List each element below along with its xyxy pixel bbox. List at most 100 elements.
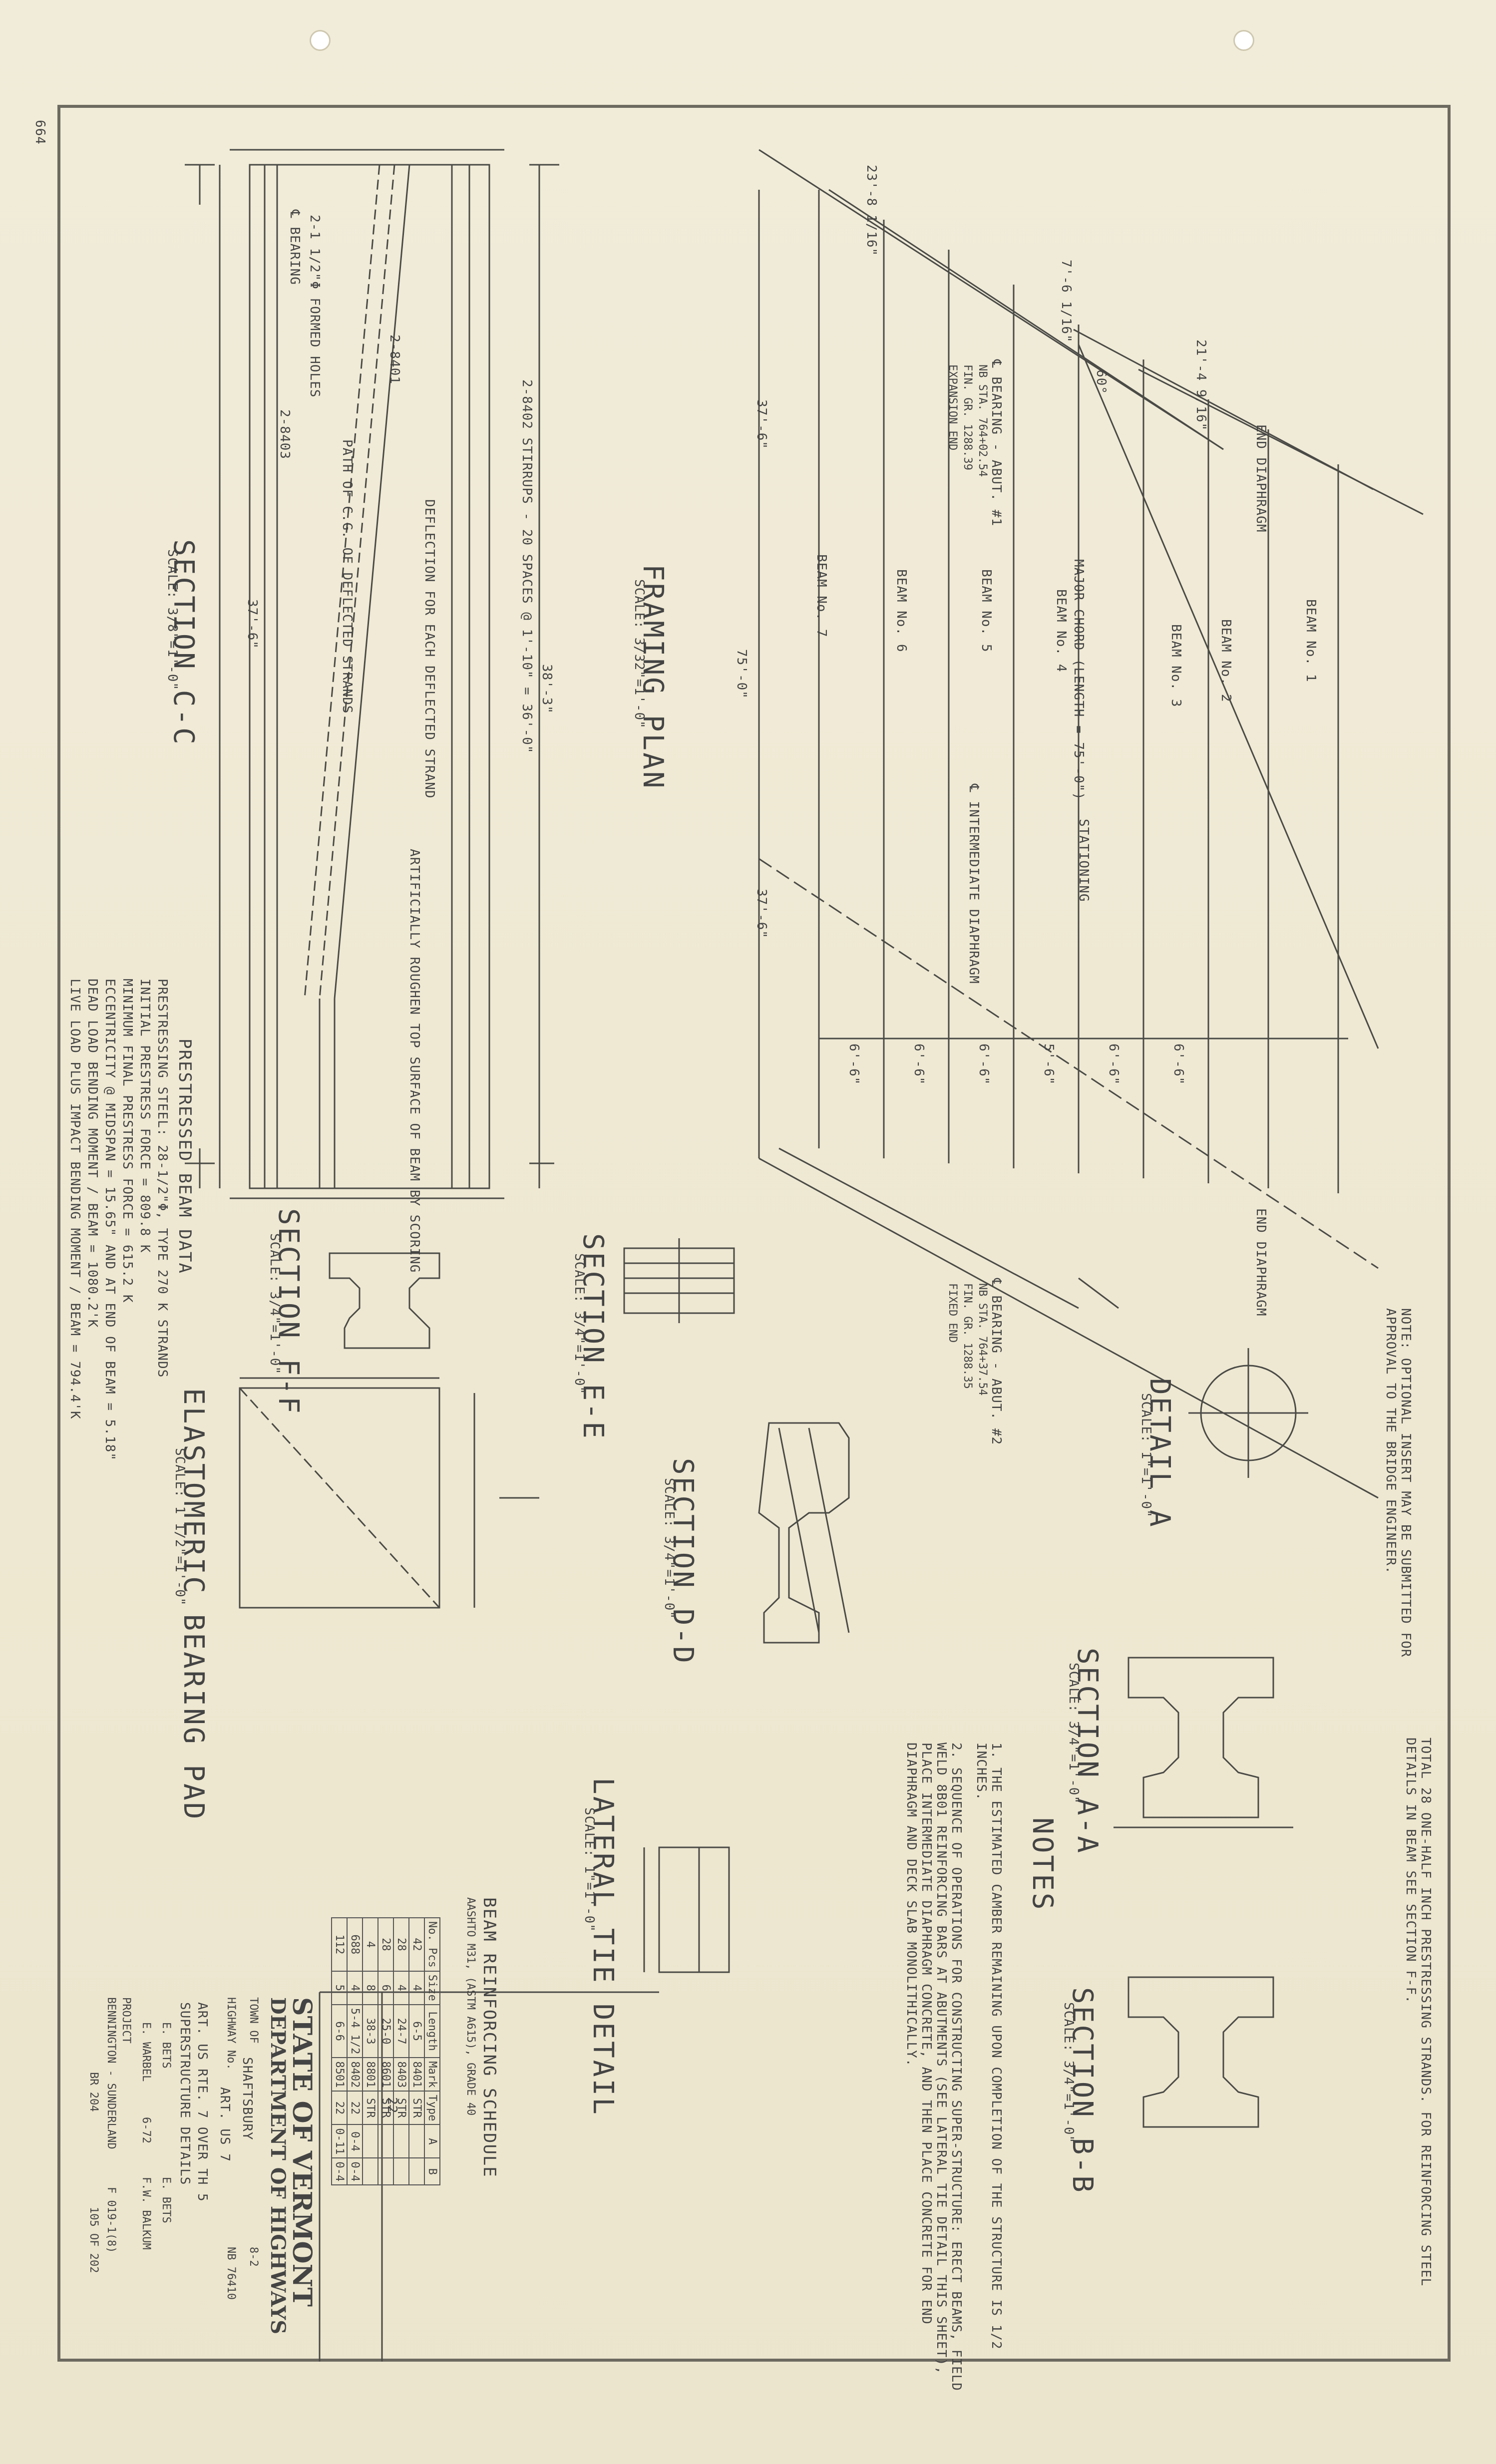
cell — [378, 2124, 393, 2158]
title-circle-number: 22 — [384, 2097, 399, 2114]
cell: 4 — [347, 1971, 363, 2005]
schedule-h-a: A — [424, 2124, 440, 2158]
cell: STR — [363, 2091, 378, 2125]
prestress-line-1: PRESTRESSING STEEL: 28-1/2"Φ, TYPE 270 K… — [155, 979, 170, 1378]
note-1: 1. THE ESTIMATED CAMBER REMAINING UPON C… — [974, 1743, 1004, 2350]
prestress-line-3: MINIMUM FINAL PRESTRESS FORCE = 615.2 K — [120, 979, 135, 1303]
spacing-4: 5'-6" — [1041, 1044, 1056, 1085]
note-2: 2. SEQUENCE OF OPERATIONS FOR CONSTRUCTI… — [904, 1743, 964, 2391]
title-designed: E. BETS — [160, 2022, 172, 2069]
title-sheet: 105 OF 202 — [87, 2207, 100, 2273]
notes-header: NOTES — [1026, 1817, 1059, 1912]
spacing-2: 6'-6" — [911, 1044, 926, 1085]
stationing: STATIONING — [1076, 819, 1091, 902]
section-cc-stirrups: 2-8402 STIRRUPS - 20 SPACES @ 1'-10" = 3… — [519, 379, 534, 754]
beam-label-4: BEAM No. 4 — [1054, 589, 1069, 673]
section-aa-scale: SCALE: 3/4"=1'-0" — [1066, 1663, 1081, 1804]
cell: 25-0 — [378, 2004, 393, 2058]
section-cc-path: PATH OF C.G. OF DEFLECTED STRANDS — [340, 439, 355, 714]
dim-37-6-bottom: 37'-6" — [754, 889, 769, 939]
cell: 28 — [393, 1918, 409, 1971]
title-hwy: ART. US 7 — [217, 2087, 232, 2162]
section-cc-scale: SCALE: 3/8"=1'-0" — [165, 549, 180, 691]
schedule-h-type: Type — [424, 2091, 440, 2125]
angle-60: 60° — [1094, 369, 1109, 394]
title-date: 6-72 — [140, 2117, 152, 2143]
prestress-line-4: ECCENTRICITY @ MIDSPAN = 15.65" AND AT E… — [102, 979, 117, 1461]
end-diaphragm-top: END DIAPHRAGM — [1253, 424, 1268, 533]
section-cc-beam — [249, 164, 490, 1189]
schedule-h-b: B — [424, 2158, 440, 2185]
schedule-h-size: Size — [424, 1971, 440, 2005]
cell: 4 — [363, 1918, 378, 1971]
cell: 0-4 — [332, 2158, 347, 2185]
cell — [378, 2158, 393, 2185]
cell: 5-4 1/2 — [347, 2004, 363, 2058]
title-hwy-label: HIGHWAY No. — [225, 1997, 237, 2070]
cell — [409, 2158, 424, 2185]
title-project: BENNINGTON - SUNDERLAND — [105, 1997, 117, 2149]
schedule-h-mark: Mark — [424, 2058, 440, 2092]
cell: 8501 — [332, 2058, 347, 2092]
title-town-label: TOWN OF — [247, 1997, 260, 2044]
framing-plan-scale: SCALE: 3/32"=1'-0" — [632, 579, 647, 729]
cell — [393, 2158, 409, 2185]
prestress-title: PRESTRESSED BEAM DATA — [175, 1039, 195, 1274]
title-bridge: BR 204 — [87, 2072, 100, 2112]
expansion-end: EXPANSION END — [946, 364, 959, 451]
cell: 38-3 — [363, 2004, 378, 2058]
cell: 8801 — [363, 2058, 378, 2092]
cell: 6-5 — [409, 2004, 424, 2058]
fin-grade-1: FIN. GR. 1288.39 — [961, 364, 974, 470]
cell: 5 — [332, 1971, 347, 2005]
dim-7: 7'-6 1/16" — [1059, 260, 1074, 343]
cell: STR — [409, 2091, 424, 2125]
cell: 8601 — [378, 2058, 393, 2092]
cell: 22 — [347, 2091, 363, 2125]
cell: 688 — [347, 1918, 363, 1971]
section-cc-bearing: ℄ BEARING — [287, 210, 302, 285]
section-cc-roughen: ARTIFICIALLY ROUGHEN TOP SURFACE OF BEAM… — [407, 849, 422, 1273]
cell: 24-7 — [393, 2004, 409, 2058]
prestress-line-5: DEAD LOAD BENDING MOMENT / BEAM = 1080.2… — [85, 979, 100, 1328]
title-dept: DEPARTMENT OF HIGHWAYS — [266, 1997, 290, 2335]
dim-37-6-top: 37'-6" — [754, 399, 769, 449]
section-cc-dim-37: 37'-6" — [245, 599, 260, 649]
cell: 8402 — [347, 2058, 363, 2092]
cell: 8403 — [393, 2058, 409, 2092]
end-diaphragm-bottom: END DIAPHRAGM — [1253, 1208, 1268, 1317]
elastomeric-scale: SCALE: 1 1/2"=1'-0" — [172, 1448, 187, 1606]
dim-75: 75'-0" — [734, 649, 749, 699]
title-state: STATE OF VERMONT — [287, 1997, 317, 2307]
optional-insert-note: NOTE: OPTIONAL INSERT MAY BE SUBMITTED F… — [1383, 1308, 1413, 1658]
schedule-h-length: Length — [424, 2004, 440, 2058]
title-drawn: E. BETS — [160, 2177, 172, 2223]
cell: 28 — [378, 1918, 393, 1971]
bearing-abut-1: ℄ BEARING - ABUT. #1 — [989, 359, 1004, 527]
schedule-header-row: No. Pcs Size Length Mark Type A B — [424, 1918, 440, 2185]
beam-label-6: BEAM No. 6 — [894, 569, 909, 653]
section-ee-scale: SCALE: 3/4"=1'-0" — [572, 1253, 587, 1395]
intermediate-diaphragm: ℄ INTERMEDIATE DIAPHRAGM — [966, 784, 981, 984]
cell: 0-11 — [332, 2124, 347, 2158]
section-cc-formed: 2-1 1/2"Φ FORMED HOLES — [307, 215, 322, 398]
title-approved: F.W. BALKUM — [140, 2177, 152, 2250]
schedule-title: BEAM REINFORCING SCHEDULE — [479, 1897, 499, 2178]
schedule-h-pcs: No. Pcs — [424, 1918, 440, 1971]
beam-label-1: BEAM No. 1 — [1303, 599, 1318, 683]
title-project-label: PROJECT — [120, 1997, 132, 2044]
top-note: TOTAL 28 ONE-HALF INCH PRESTRESSING STRA… — [1403, 1738, 1433, 2287]
title-desc-2: SUPERSTRUCTURE DETAILS — [177, 2002, 192, 2185]
section-bb-scale: SCALE: 3/4"=1'-0" — [1061, 2002, 1076, 2144]
cell: 8 — [363, 1971, 378, 2005]
cell: 0-4 — [347, 2158, 363, 2185]
punch-hole-right — [1233, 30, 1254, 51]
cell: 0-4 — [347, 2124, 363, 2158]
major-chord: MAJOR CHORD (LENGTH = 75'-0") — [1071, 559, 1086, 800]
cell: 6 — [378, 1971, 393, 2005]
cell — [409, 2124, 424, 2158]
